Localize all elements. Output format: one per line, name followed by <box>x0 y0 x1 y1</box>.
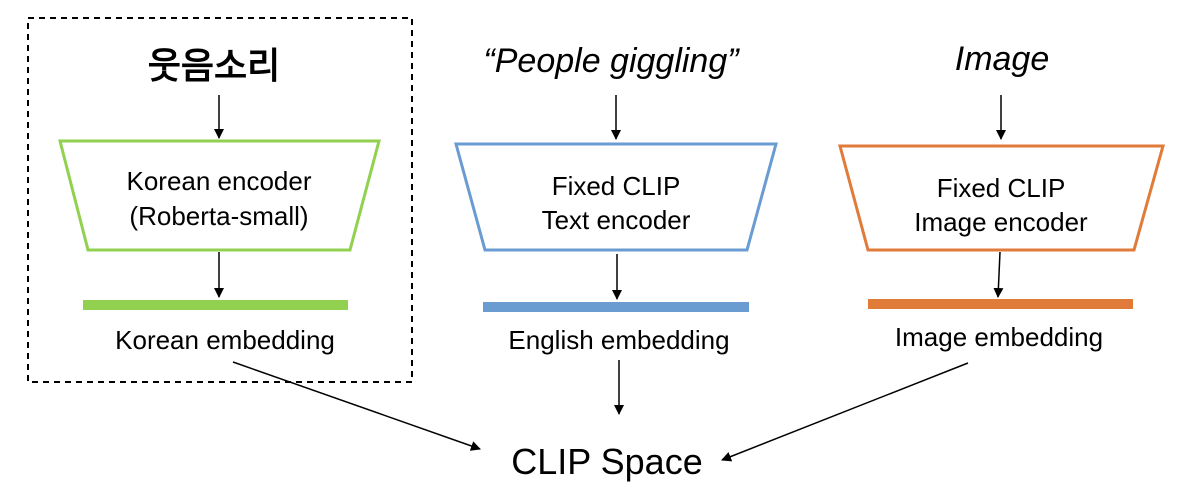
korean-encoder-label-line2: (Roberta-small) <box>129 201 308 231</box>
arrow-korean-to-clip <box>232 361 481 451</box>
text-encoder-trapezoid <box>454 142 778 252</box>
korean-encoder-label-line1: Korean encoder <box>126 166 311 196</box>
korean-embedding-bar <box>83 300 348 310</box>
korean-input-text: 웃음소리 <box>148 46 280 87</box>
image-encoder-label-line1: Fixed CLIP <box>937 173 1066 203</box>
image-encoder-label-line2: Image encoder <box>914 207 1088 237</box>
korean-column-dashed-box <box>27 17 413 383</box>
korean-encoder-trapezoid <box>58 139 381 252</box>
english-embedding-label: English embedding <box>508 325 729 355</box>
image-embedding-bar <box>868 299 1133 309</box>
english-embedding-bar <box>483 302 749 312</box>
column-english: “People giggling” Fixed CLIP Text encode… <box>454 42 778 415</box>
image-input-text: Image <box>955 40 1050 78</box>
arrow-image-encoder <box>993 251 1004 298</box>
image-encoder-trapezoid <box>838 144 1165 252</box>
column-korean: 웃음소리 Korean encoder (Roberta-small) Kore… <box>58 46 381 355</box>
image-embedding-label: Image embedding <box>895 322 1103 352</box>
text-encoder-label-line2: Text encoder <box>542 205 691 235</box>
clip-space-label: CLIP Space <box>511 441 702 482</box>
english-input-text: “People giggling” <box>483 42 740 80</box>
column-image: Image Fixed CLIP Image encoder Image emb… <box>838 40 1165 352</box>
korean-embedding-label: Korean embedding <box>115 325 335 355</box>
text-encoder-label-line1: Fixed CLIP <box>552 171 681 201</box>
arrow-image-to-clip <box>721 362 969 462</box>
